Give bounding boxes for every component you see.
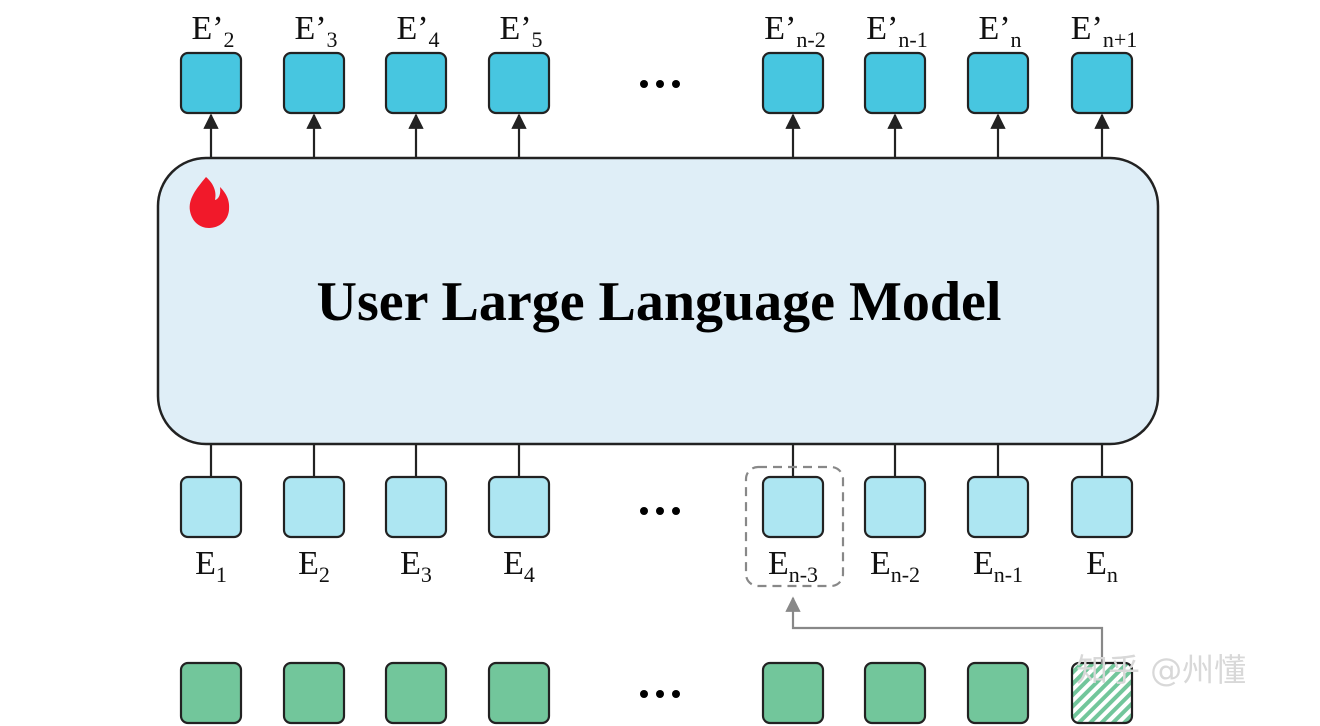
feedback-arrow [785,596,1104,664]
output-token [863,51,927,115]
input-label: En-2 [869,545,921,587]
output-label: E’5 [499,10,543,52]
model-title: User Large Language Model [316,271,1002,333]
input-token [179,475,243,539]
output-label: E’4 [396,10,440,52]
input-label: En-1 [972,545,1024,587]
input-label: E2 [298,545,330,587]
output-token [487,51,551,115]
embedding-token [863,661,927,725]
input-token [863,475,927,539]
input-token [282,475,346,539]
output-token [179,51,243,115]
output-label: E’n-1 [866,10,928,52]
embedding-token [384,661,448,725]
output-token [1070,51,1134,115]
bottom-ellipsis [640,690,680,698]
input-token [761,475,825,539]
output-label: E’3 [294,10,338,52]
embedding-token [761,661,825,725]
output-ellipsis [640,80,680,88]
output-token [761,51,825,115]
highlight-box [744,465,845,588]
input-token [1070,475,1134,539]
output-label: E’n [978,10,1022,52]
input-label: En [1086,545,1118,587]
embedding-token [487,661,551,725]
embedding-token [179,661,243,725]
output-token [384,51,448,115]
input-ellipsis [640,507,680,515]
output-label: E’n-2 [764,10,826,52]
output-token [282,51,346,115]
input-label: E1 [195,545,227,587]
output-token [966,51,1030,115]
output-label: E’2 [191,10,235,52]
input-token [966,475,1030,539]
embedding-token [966,661,1030,725]
embedding-token [282,661,346,725]
input-token [384,475,448,539]
output-label: E’n+1 [1070,10,1138,52]
input-label: E3 [400,545,432,587]
model-box [156,156,1160,446]
input-token [487,475,551,539]
input-label: En-3 [767,545,819,587]
fire-icon [189,177,230,228]
watermark: 知乎 @州懂 [1076,651,1247,689]
input-label: E4 [503,545,535,587]
